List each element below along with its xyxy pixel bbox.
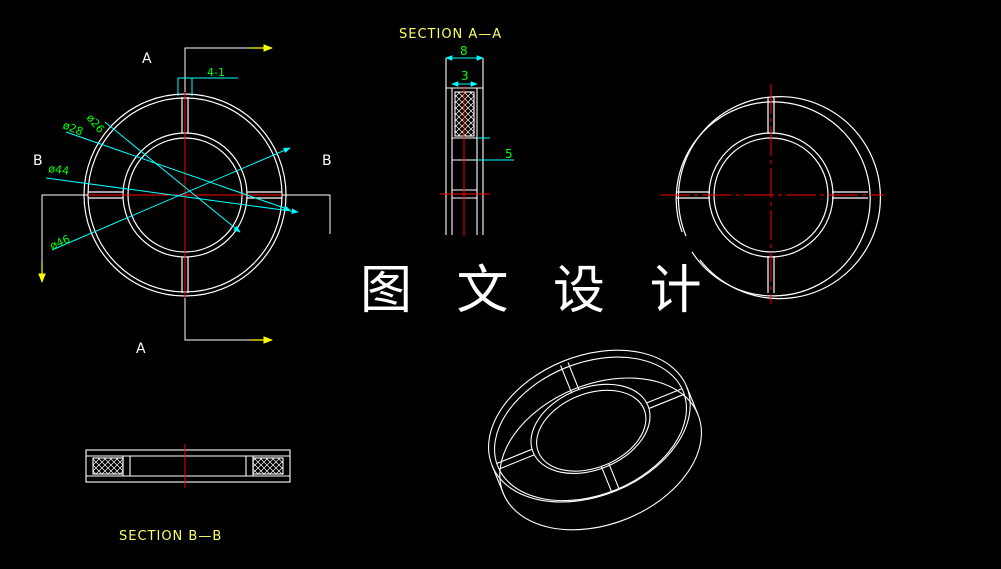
dim-depth5-label: 5 [505,147,513,161]
section-bb-title: SECTION B—B [119,529,222,544]
isometric-view [488,349,702,531]
cut-label-a-bottom: A [136,341,146,357]
dim-d46-label: ø46 [48,232,72,252]
dim-width8-label: 8 [460,44,468,58]
section-arrows [38,44,273,344]
front-dimension-lines [45,77,299,251]
dim-d28-label: ø28 [61,119,85,139]
front-centerlines [82,92,290,298]
section-aa-title: SECTION A—A [399,27,502,42]
right-outer-arc-2 [675,101,871,297]
dim-slot-label: 4-1 [207,66,225,79]
dim-d26-label: ø26 [84,112,107,136]
cut-label-b-right: B [322,153,332,169]
dim-d44-label: ø44 [48,162,70,178]
section-cut-lines [41,47,331,341]
watermark-text: 图 文 设 计 [360,261,716,321]
dim-width3-label: 3 [461,69,469,83]
section-aa-dimensions [445,55,514,161]
section-bb-view [85,449,291,483]
radial-slots [88,97,282,293]
right-view-centerlines [660,84,884,304]
cut-label-b-left: B [33,153,43,169]
cut-label-a-top: A [142,51,152,67]
